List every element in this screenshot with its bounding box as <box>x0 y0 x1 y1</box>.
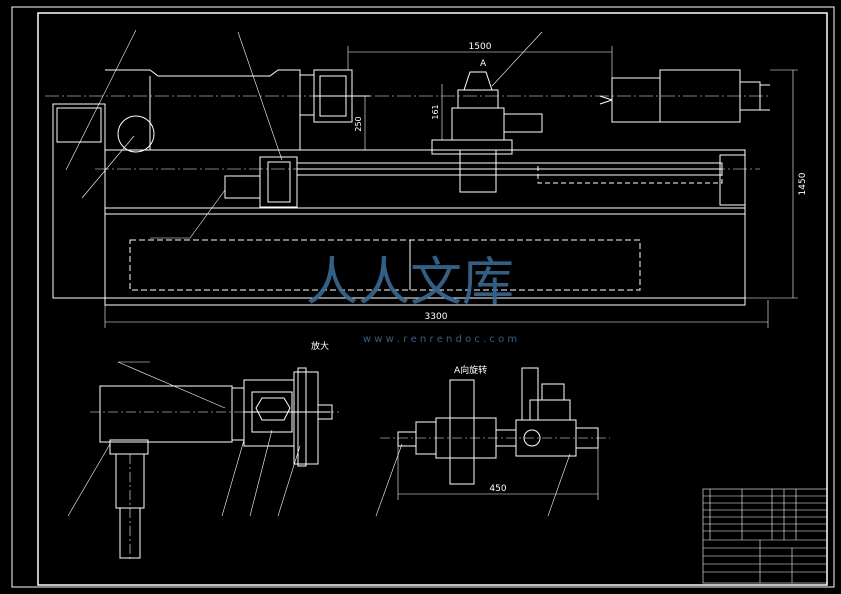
watermark-url: w w w . r e n r e n d o c . c o m <box>363 334 517 345</box>
dim-overall-height: 1450 <box>798 172 808 195</box>
detail-view <box>67 361 340 562</box>
watermark-text: 人人文库 <box>306 253 514 313</box>
dim-center-height: 250 <box>354 116 363 131</box>
section-marker: A <box>480 59 487 69</box>
dim-detail-width: 450 <box>489 484 506 494</box>
dim-overall-length: 3300 <box>425 312 448 322</box>
view-a-title: A向旋转 <box>454 364 487 376</box>
dim-carriage-travel: 1500 <box>469 42 492 52</box>
outer-border <box>11 6 835 588</box>
inner-border <box>37 12 828 586</box>
detail-view-title: 放大 <box>311 340 329 352</box>
view-a <box>375 367 610 517</box>
dim-tool-post-height: 161 <box>431 104 440 119</box>
main-view <box>45 29 798 328</box>
title-block <box>702 488 828 584</box>
